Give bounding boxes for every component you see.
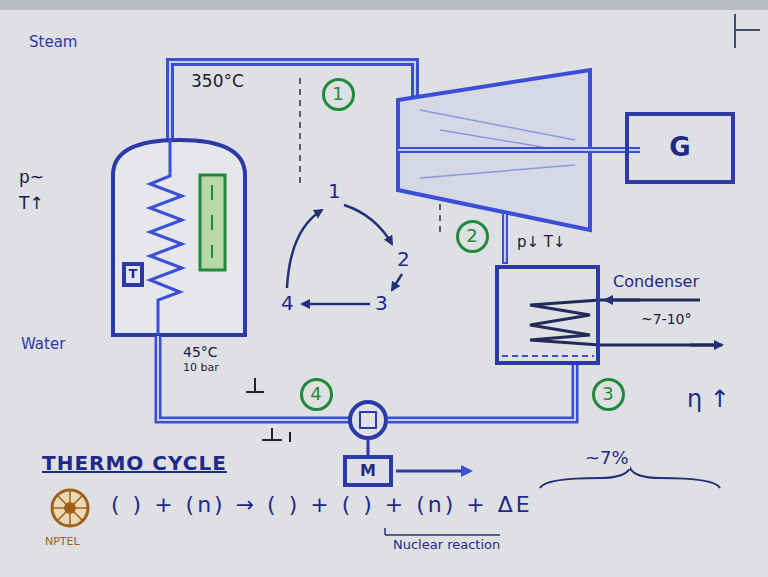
node-text: 2 xyxy=(466,226,477,247)
cooling-coil xyxy=(530,300,718,345)
pressure-note: p~ xyxy=(18,168,45,188)
percentage-note: ~7% xyxy=(584,448,630,469)
brace xyxy=(540,468,720,488)
temperature: 45°C xyxy=(182,344,219,360)
reactor-vessel xyxy=(113,140,245,335)
pressure: 10 bar xyxy=(182,362,220,375)
equation-note: Nuclear reaction xyxy=(392,538,501,553)
condensate-pipe-inner xyxy=(388,365,575,420)
feed-pipe-inner xyxy=(158,336,350,420)
efficiency-note: η ↑ xyxy=(686,386,731,414)
cycle-point: 1 xyxy=(327,180,342,203)
node-text: M xyxy=(360,462,376,480)
diagram-title: THERMO CYCLE xyxy=(42,452,227,475)
flow-label: Steam xyxy=(28,34,78,51)
state-point: 2 xyxy=(456,220,489,253)
node-text: 1 xyxy=(332,84,343,105)
cycle-point: 2 xyxy=(396,248,411,271)
cycle-arrow xyxy=(392,274,402,290)
cooling-in-arrow xyxy=(605,299,640,302)
state-point: 3 xyxy=(592,378,625,411)
state-point: 4 xyxy=(300,378,333,411)
temperature: 350°C xyxy=(190,72,245,92)
sensor-box: T xyxy=(122,262,144,287)
watermark: NPTEL xyxy=(44,536,81,549)
condenser-box: Condenser xyxy=(495,265,600,365)
condensate-level xyxy=(502,355,594,357)
turbine-hatch xyxy=(420,110,575,178)
cycle-arrow xyxy=(287,210,322,288)
steam-pipe xyxy=(170,62,415,140)
pump-impeller xyxy=(360,412,376,428)
state-note: p↓ T↓ xyxy=(516,234,567,251)
pump-shaft xyxy=(367,438,370,455)
generator-box: G xyxy=(625,112,735,184)
motor-arrow xyxy=(396,470,470,473)
node-text: 4 xyxy=(310,384,321,405)
node-text: T xyxy=(129,267,138,282)
exhaust-pipe xyxy=(502,212,508,264)
fuel-rod-marks xyxy=(211,185,213,258)
logo-spokes xyxy=(52,490,88,526)
flow-label: Water xyxy=(20,336,66,353)
box-heading: Condenser xyxy=(611,273,701,291)
pump xyxy=(350,402,386,438)
bracket xyxy=(385,528,500,535)
shaft-inner xyxy=(398,149,640,151)
cycle-point: 3 xyxy=(374,292,389,315)
reaction-equation: ( ) + (n) → ( ) + ( ) + (n) + ΔE xyxy=(110,492,534,517)
dashed-line xyxy=(439,200,441,232)
boiler-coil xyxy=(150,140,182,335)
ground-mark xyxy=(262,428,290,442)
motor-box: M xyxy=(343,455,393,487)
cycle-point: 4 xyxy=(280,292,295,315)
node-text: 3 xyxy=(602,384,613,405)
dashed-line xyxy=(299,78,301,185)
node-text: G xyxy=(669,133,690,163)
condensate-pipe xyxy=(388,365,575,420)
temperature-note: T↑ xyxy=(18,194,45,214)
tick-mark xyxy=(735,14,760,48)
steam-pipe-inner xyxy=(170,62,415,140)
cycle-arrow xyxy=(344,205,392,244)
fuel-rod xyxy=(200,175,225,270)
cycle-arrow xyxy=(302,303,370,306)
cooling-out-arrow xyxy=(690,344,722,347)
state-point: 1 xyxy=(322,78,355,111)
ground-mark xyxy=(246,378,264,392)
board-edge xyxy=(0,0,768,10)
cooling-rise: ~7-10° xyxy=(640,311,693,327)
feed-pipe xyxy=(158,336,350,420)
logo-wheel xyxy=(52,490,88,526)
shaft xyxy=(398,147,640,153)
exhaust-pipe-inner xyxy=(504,214,506,262)
